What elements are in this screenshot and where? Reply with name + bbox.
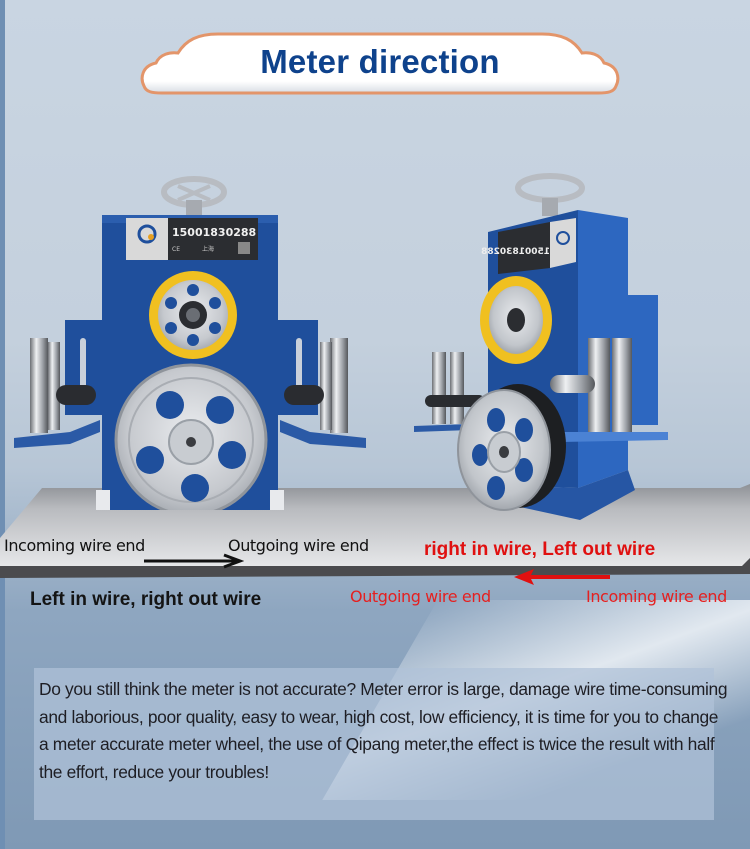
arrow-right-icon xyxy=(144,553,244,569)
left-direction-caption: Left in wire, right out wire xyxy=(30,589,262,610)
left-meter-machine: 15001830288 CE 上海 xyxy=(10,170,370,510)
svg-text:15001830288: 15001830288 xyxy=(172,226,256,239)
title-banner: Meter direction xyxy=(138,30,622,96)
right-direction-caption: right in wire, Left out wire xyxy=(424,539,656,560)
description-text: Do you still think the meter is not accu… xyxy=(39,679,728,782)
description-panel: Do you still think the meter is not accu… xyxy=(34,668,728,820)
page-title: Meter direction xyxy=(260,43,500,80)
arrow-left-icon xyxy=(514,569,610,585)
cloud-banner-shape xyxy=(140,32,620,95)
left-outgoing-wire-label: Outgoing wire end xyxy=(228,536,369,555)
right-meter-machine: 15001830288 xyxy=(400,170,750,530)
left-edge-strip xyxy=(0,0,5,849)
right-incoming-wire-label: Incoming wire end xyxy=(586,587,727,606)
svg-text:15001830288: 15001830288 xyxy=(481,247,550,257)
svg-text:上海: 上海 xyxy=(202,245,214,253)
svg-text:CE: CE xyxy=(172,246,180,253)
right-outgoing-wire-label: Outgoing wire end xyxy=(350,587,491,606)
brand-logo-plate xyxy=(126,218,168,260)
left-incoming-wire-label: Incoming wire end xyxy=(4,536,145,555)
